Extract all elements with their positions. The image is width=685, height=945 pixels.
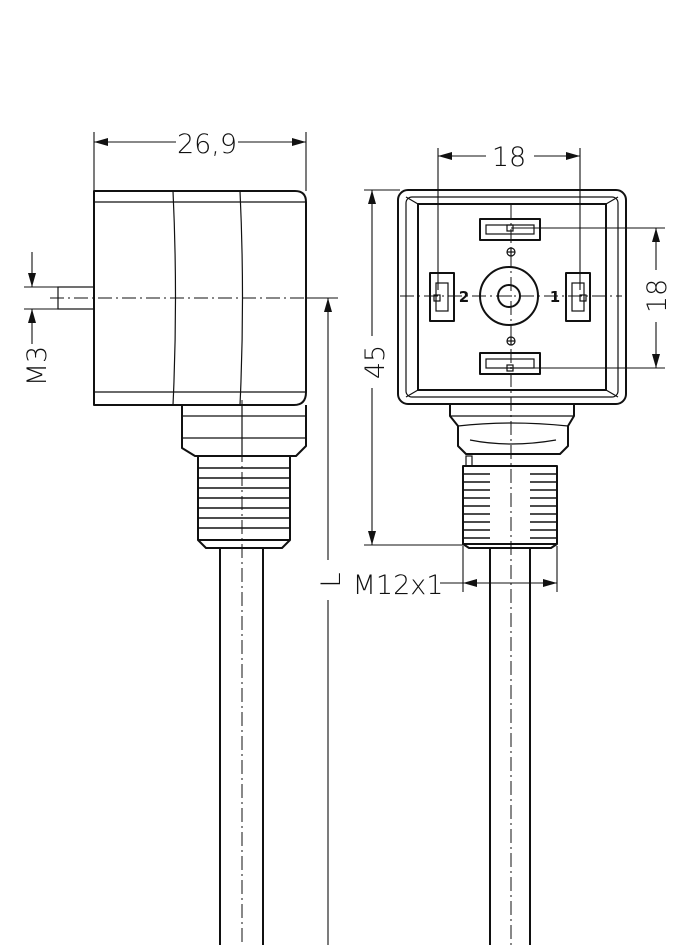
front-thread-body	[462, 465, 558, 545]
dimension-cable-length-label: L	[316, 572, 347, 587]
dimension-screw-thread-label: M3	[22, 346, 53, 386]
contact-pin-2	[429, 272, 455, 322]
side-view	[50, 190, 336, 945]
dimension-pin-pitch-vertical: 18	[511, 227, 673, 369]
side-cable-grip	[197, 539, 291, 549]
front-housing-inner	[417, 203, 607, 391]
dimension-body-width-label: 26,9	[177, 129, 237, 160]
dimension-pin-pitch-horizontal: 18	[437, 142, 581, 290]
dimension-connector-thread: M12x1	[353, 546, 558, 601]
dimension-pin-pitch-vertical-label: 18	[642, 279, 673, 313]
front-view: 2 1	[397, 189, 627, 945]
pin-label-2: 2	[459, 288, 469, 306]
dimension-height-label: 45	[360, 345, 391, 379]
front-housing-outer	[397, 189, 627, 405]
dimension-pin-pitch-horizontal-label: 18	[492, 142, 526, 173]
dimension-cable-length: L	[306, 297, 347, 945]
pin-label-1: 1	[550, 288, 560, 306]
dimension-connector-thread-label: M12x1	[353, 570, 444, 601]
dimension-screw-thread: M3	[22, 252, 58, 386]
dimension-body-width: 26,9	[93, 129, 307, 191]
side-neck	[181, 405, 307, 457]
front-thread-lines	[463, 473, 557, 539]
contact-ground-bottom	[479, 352, 541, 375]
front-neck	[449, 404, 575, 455]
contact-pin-1	[565, 272, 591, 322]
side-thread-lines	[198, 467, 290, 529]
front-cable-grip	[462, 543, 558, 549]
dimension-height: 45	[360, 189, 466, 546]
contact-ground-top	[479, 218, 541, 241]
